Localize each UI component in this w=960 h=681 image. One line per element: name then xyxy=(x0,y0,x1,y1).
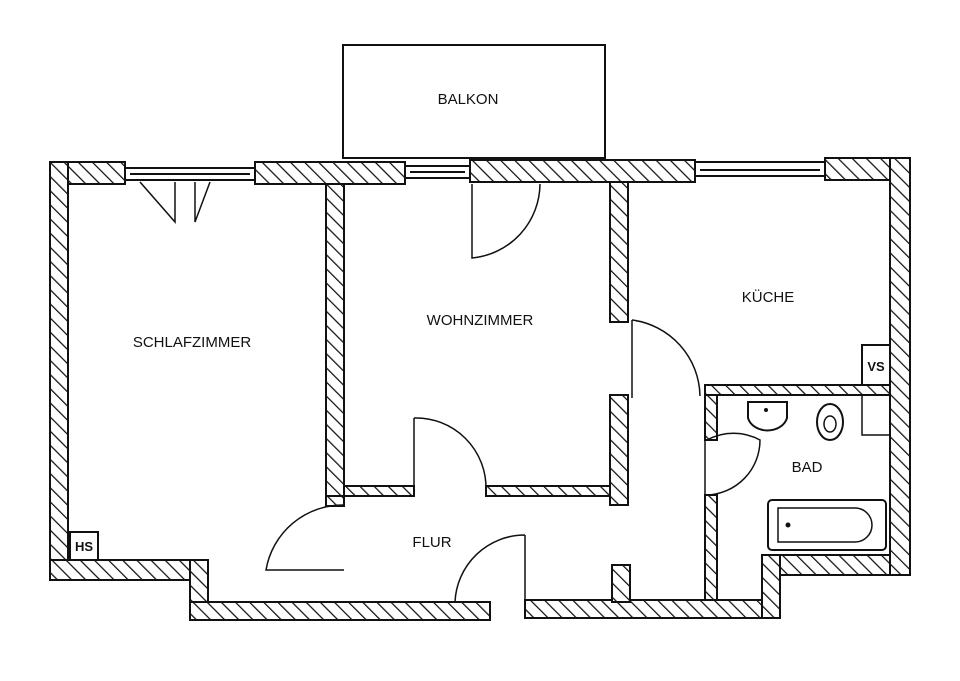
room-label-wohnzimmer: WOHNZIMMER xyxy=(427,312,534,329)
windows xyxy=(124,161,826,181)
doors xyxy=(139,181,761,603)
bathtub-icon xyxy=(767,499,887,551)
toilet-icon xyxy=(816,403,844,441)
room-label-flur: FLUR xyxy=(412,534,451,551)
hs-box xyxy=(69,531,99,561)
interior-walls xyxy=(325,181,891,603)
sink-icon xyxy=(747,401,788,432)
room-label-bad: BAD xyxy=(792,459,823,476)
room-label-kueche: KÜCHE xyxy=(742,288,795,306)
exterior-walls xyxy=(49,157,911,621)
hs-marker: HS xyxy=(75,539,93,554)
vs-marker: VS xyxy=(867,359,885,374)
room-label-balkon: BALKON xyxy=(438,91,499,108)
room-label-schlafzimmer: SCHLAFZIMMER xyxy=(133,334,252,351)
bathroom-fixtures xyxy=(747,394,891,551)
vs-box xyxy=(861,344,891,386)
balcony xyxy=(342,44,606,159)
